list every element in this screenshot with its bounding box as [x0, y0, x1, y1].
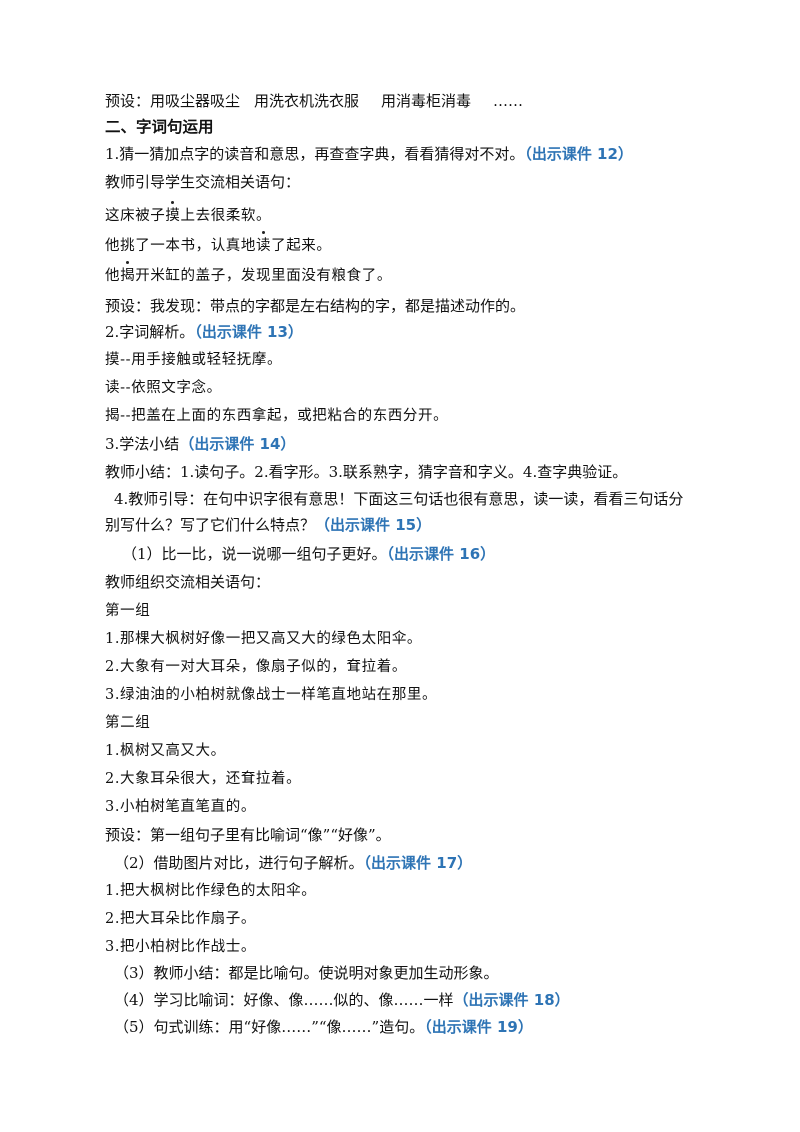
analysis-1: 1.把大枫树比作绿色的太阳伞。 — [105, 883, 317, 899]
sentence-text: 开米缸的盖子，发现里面没有粮食了。 — [135, 268, 392, 284]
sentence-text: 他挑了一本书，认真地 — [105, 238, 256, 254]
preset-ellipsis: …… — [493, 92, 524, 110]
metaphor-words-line: （4）学习比喻词：好像、像……似的、像……一样（出示课件 18） — [114, 990, 570, 1010]
compare-text: （1）比一比，说一说哪一组句子更好。 — [122, 545, 387, 563]
preset-line-1: 预设：用吸尘器吸尘用洗衣机洗衣服 用消毒柜消毒 …… — [105, 91, 523, 111]
picture-compare-line: （2）借助图片对比，进行句子解析。（出示课件 17） — [114, 853, 472, 873]
exchange-line: 教师组织交流相关语句： — [105, 573, 271, 591]
step-4-line: 4.教师引导：在句中识字很有意思！下面这三句话也很有意思，读一读，看看三句话分 — [114, 490, 684, 508]
analysis-3: 3.把小柏树比作战士。 — [105, 939, 256, 955]
example-sentence-1: 这床被子摸上去很柔软。 — [105, 201, 272, 226]
courseware-ref-18: （出示课件 18） — [453, 991, 570, 1009]
sentence-training-line: （5）句式训练：用“好像……”“像……”造句。（出示课件 19） — [114, 1017, 533, 1037]
sentence-training-text: （5）句式训练：用“好像……”“像……”造句。 — [114, 1018, 425, 1036]
preset-text-a: 预设：用吸尘器吸尘 — [105, 92, 241, 110]
sentence-text: 上去很柔软。 — [180, 208, 272, 224]
group-2-sentence-2: 2.大象耳朵很大，还耷拉着。 — [105, 771, 302, 787]
dotted-char: 揭 — [120, 261, 136, 284]
teacher-summary-2: （3）教师小结：都是比喻句。使说明对象更加生动形象。 — [114, 964, 499, 982]
courseware-ref-15: （出示课件 15） — [315, 516, 432, 534]
section-heading: 二、字词句运用 — [105, 118, 214, 136]
definition-jie: 揭--把盖在上面的东西拿起，或把粘合的东西分开。 — [105, 408, 449, 424]
group-2-label: 第二组 — [105, 715, 151, 731]
example-sentence-3: 他揭开米缸的盖子，发现里面没有粮食了。 — [105, 261, 392, 286]
compare-line: （1）比一比，说一说哪一组句子更好。（出示课件 16） — [122, 544, 495, 564]
step-3-line: 3.学法小结（出示课件 14） — [105, 434, 295, 454]
preset-text-c: 用消毒柜消毒 — [381, 92, 472, 110]
step-4-text: 别写什么？写了它们什么特点？ — [105, 516, 316, 534]
group-2-sentence-1: 1.枫树又高又大。 — [105, 743, 226, 759]
group-1-sentence-1: 1.那棵大枫树好像一把又高又大的绿色太阳伞。 — [105, 631, 423, 647]
teacher-summary: 教师小结：1.读句子。2.看字形。3.联系熟字，猜字音和字义。4.查字典验证。 — [105, 463, 628, 481]
preset-text-b: 用洗衣机洗衣服 — [254, 92, 360, 110]
step-2-text: 2.字词解析。 — [105, 323, 195, 341]
sentence-text: 他 — [105, 268, 121, 284]
dotted-char: 摸 — [165, 201, 181, 224]
guide-line: 教师引导学生交流相关语句： — [105, 173, 301, 191]
step-3-text: 3.学法小结 — [105, 435, 180, 453]
preset-line-2: 预设：我发现：带点的字都是左右结构的字，都是描述动作的。 — [105, 297, 526, 315]
sentence-text: 了起来。 — [271, 238, 332, 254]
example-sentence-2: 他挑了一本书，认真地读了起来。 — [105, 231, 332, 256]
group-1-label: 第一组 — [105, 603, 151, 619]
group-2-sentence-3: 3.小柏树笔直笔直的。 — [105, 799, 256, 815]
group-1-sentence-2: 2.大象有一对大耳朵，像扇子似的，耷拉着。 — [105, 659, 407, 675]
courseware-ref-14: （出示课件 14） — [179, 435, 296, 453]
courseware-ref-12: （出示课件 12） — [524, 145, 633, 163]
courseware-ref-19: （出示课件 19） — [424, 1018, 533, 1036]
metaphor-words-text: （4）学习比喻词：好像、像……似的、像……一样 — [114, 991, 454, 1009]
step-1-line: 1.猜一猜加点字的读音和意思，再查查字典，看看猜得对不对。（出示课件 12） — [105, 144, 633, 164]
picture-compare-text: （2）借助图片对比，进行句子解析。 — [114, 854, 364, 872]
preset-line-3: 预设：第一组句子里有比喻词“像”“好像”。 — [105, 826, 391, 844]
step-2-line: 2.字词解析。（出示课件 13） — [105, 322, 303, 342]
analysis-2: 2.把大耳朵比作扇子。 — [105, 911, 256, 927]
dotted-char: 读 — [256, 231, 272, 254]
courseware-ref-13: （出示课件 13） — [194, 323, 303, 341]
courseware-ref-17: （出示课件 17） — [363, 854, 473, 872]
definition-mo: 摸--用手接触或轻轻抚摩。 — [105, 352, 283, 368]
step-1-text: 1.猜一猜加点字的读音和意思，再查查字典，看看猜得对不对。 — [105, 145, 525, 163]
group-1-sentence-3: 3.绿油油的小柏树就像战士一样笔直地站在那里。 — [105, 687, 438, 703]
sentence-text: 这床被子 — [105, 208, 166, 224]
courseware-ref-16: （出示课件 16） — [386, 545, 496, 563]
step-4-continued: 别写什么？写了它们什么特点？（出示课件 15） — [105, 515, 431, 535]
definition-du: 读--依照文字念。 — [105, 380, 222, 396]
